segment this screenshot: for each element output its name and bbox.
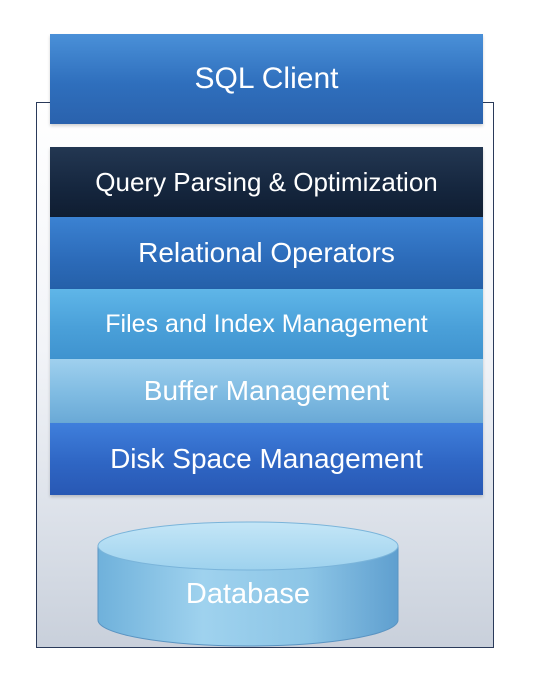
files-index-layer: Files and Index Management xyxy=(50,289,483,359)
query-parsing-layer: Query Parsing & Optimization xyxy=(50,147,483,217)
buffer-management-label: Buffer Management xyxy=(143,375,390,406)
sql-client-label: SQL Client xyxy=(194,62,339,95)
files-index-label: Files and Index Management xyxy=(105,309,428,338)
disk-space-layer: Disk Space Management xyxy=(50,423,483,495)
database-cylinder-icon xyxy=(97,521,399,647)
query-parsing-label: Query Parsing & Optimization xyxy=(95,166,438,197)
database-label: Database xyxy=(185,578,311,610)
relational-operators-layer: Relational Operators xyxy=(50,217,483,289)
sql-client-layer: SQL Client xyxy=(50,34,483,124)
disk-space-label: Disk Space Management xyxy=(110,443,423,474)
buffer-management-layer: Buffer Management xyxy=(50,359,483,423)
relational-operators-label: Relational Operators xyxy=(138,237,395,268)
